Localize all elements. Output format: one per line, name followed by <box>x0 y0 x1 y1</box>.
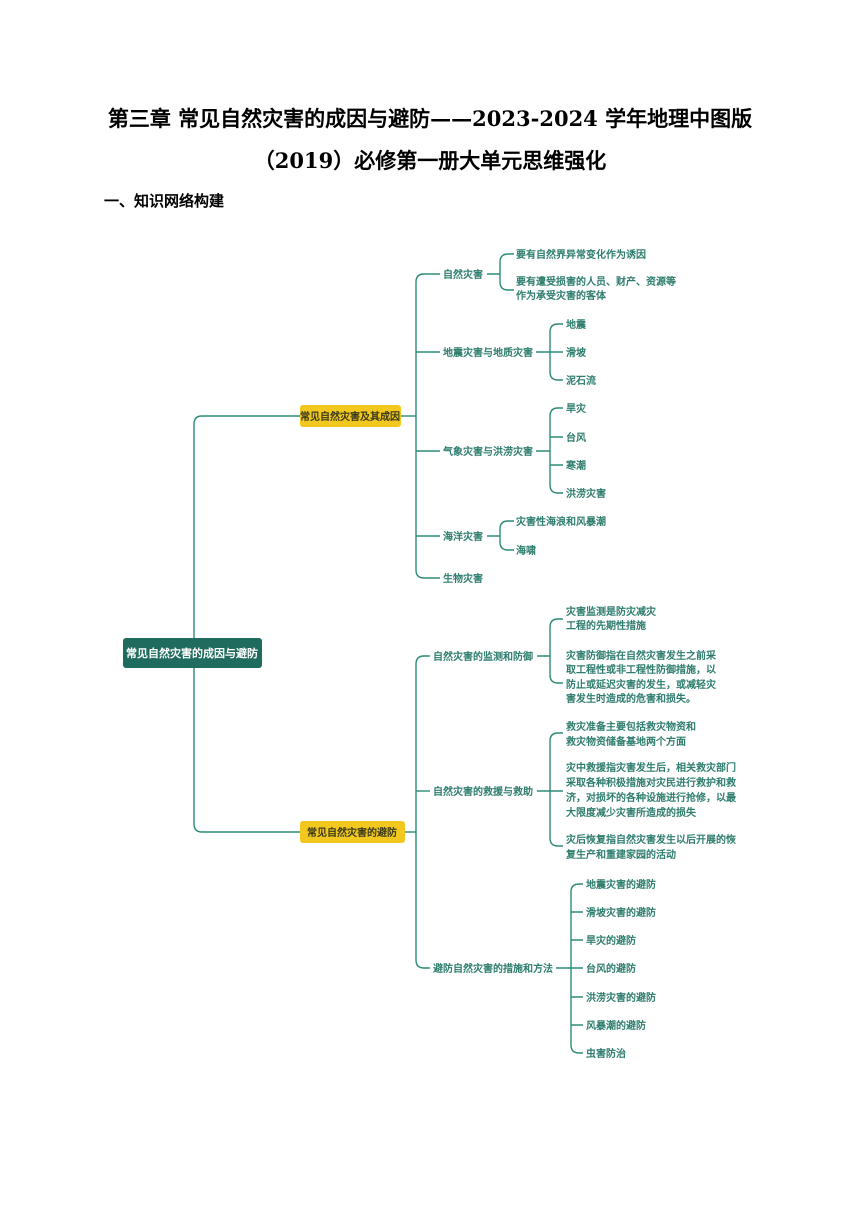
section-heading: 一、知识网络构建 <box>104 192 225 210</box>
leaf-avoid-drought: 旱灾的避防 <box>586 934 636 947</box>
leaf-after-2: 复生产和重建家园的活动 <box>565 848 676 861</box>
branch-prevention: 常见自然灾害的避防 自然灾害的监测和防御 灾害监测是防灾减灾 工程的先期性措施 … <box>300 605 737 1060</box>
branch-causes-label: 常见自然灾害及其成因 <box>300 410 400 423</box>
leaf-earthquake: 地震 <box>566 318 587 331</box>
root-label: 常见自然灾害的成因与避防 <box>126 646 258 660</box>
leaf-monitor-1b: 工程的先期性措施 <box>566 619 646 632</box>
leaf-monitor-1a: 灾害监测是防灾减灾 <box>566 605 657 618</box>
leaf-defense-1: 灾害防御指在自然灾害发生之前采 <box>566 649 716 662</box>
node-weather-disaster: 气象灾害与洪涝灾害 <box>442 445 533 458</box>
branch-causes: 常见自然灾害及其成因 自然灾害 要有自然界异常变化作为诱因 要有遭受损害的人员、… <box>300 248 676 585</box>
leaf-natural-object-1: 要有遭受损害的人员、财产、资源等 <box>516 275 676 288</box>
leaf-avoid-storm-surge: 风暴潮的避防 <box>586 1019 646 1032</box>
node-avoid-measures: 避防自然灾害的措施和方法 <box>432 962 553 975</box>
leaf-during-3: 济，对损坏的各种设施进行抢修，以最 <box>566 791 737 804</box>
leaf-during-1: 灾中救援指灾害发生后，相关救灾部门 <box>566 761 736 774</box>
document-title-line2: （2019）必修第一册大单元思维强化 <box>253 148 607 173</box>
leaf-prep-1: 救灾准备主要包括救灾物资和 <box>566 720 696 733</box>
leaf-flood: 洪涝灾害 <box>566 487 606 500</box>
leaf-defense-3: 防止或延迟灾害的发生，或减轻灾 <box>566 678 717 691</box>
leaf-prep-2: 救灾物资储备基地两个方面 <box>566 735 686 748</box>
node-geo-disaster: 地震灾害与地质灾害 <box>443 346 533 359</box>
leaf-drought: 旱灾 <box>566 402 587 415</box>
document-title-line1: 第三章 常见自然灾害的成因与避防——2023-2024 学年地理中图版 <box>107 106 753 131</box>
leaf-after-1: 灾后恢复指自然灾害发生以后开展的恢 <box>566 833 736 846</box>
leaf-tsunami: 海啸 <box>516 544 536 557</box>
leaf-during-2: 采取各种积极措施对灾民进行救护和救 <box>565 776 736 789</box>
leaf-typhoon: 台风 <box>566 431 586 444</box>
leaf-avoid-pests: 虫害防治 <box>586 1047 626 1060</box>
leaf-during-4: 大限度减少灾害所造成的损失 <box>566 806 697 819</box>
leaf-avoid-earthquake: 地震灾害的避防 <box>586 878 656 891</box>
leaf-avoid-flood: 洪涝灾害的避防 <box>586 991 656 1004</box>
leaf-avoid-landslide: 滑坡灾害的避防 <box>586 906 656 919</box>
leaf-natural-cause: 要有自然界异常变化作为诱因 <box>516 248 646 261</box>
leaf-landslide: 滑坡 <box>566 346 587 359</box>
leaf-avoid-typhoon: 台风的避防 <box>586 962 636 975</box>
leaf-storm-surge: 灾害性海浪和风暴潮 <box>516 515 606 528</box>
node-ocean-disaster: 海洋灾害 <box>443 530 483 543</box>
node-monitoring: 自然灾害的监测和防御 <box>433 650 533 663</box>
mindmap-connectors <box>193 253 583 1054</box>
leaf-debris-flow: 泥石流 <box>566 374 596 387</box>
leaf-defense-4: 害发生时造成的危害和损失。 <box>566 692 696 705</box>
node-natural-disaster: 自然灾害 <box>443 268 483 281</box>
leaf-defense-2: 取工程性或非工程性防御措施，以 <box>566 663 716 676</box>
branch-prevention-label: 常见自然灾害的避防 <box>307 826 397 839</box>
mindmap-root: 常见自然灾害的成因与避防 <box>123 638 262 668</box>
node-rescue: 自然灾害的救援与救助 <box>433 785 533 798</box>
node-bio-disaster: 生物灾害 <box>443 572 483 585</box>
leaf-cold-wave: 寒潮 <box>565 459 586 472</box>
leaf-natural-object-2: 作为承受灾害的客体 <box>516 289 607 302</box>
